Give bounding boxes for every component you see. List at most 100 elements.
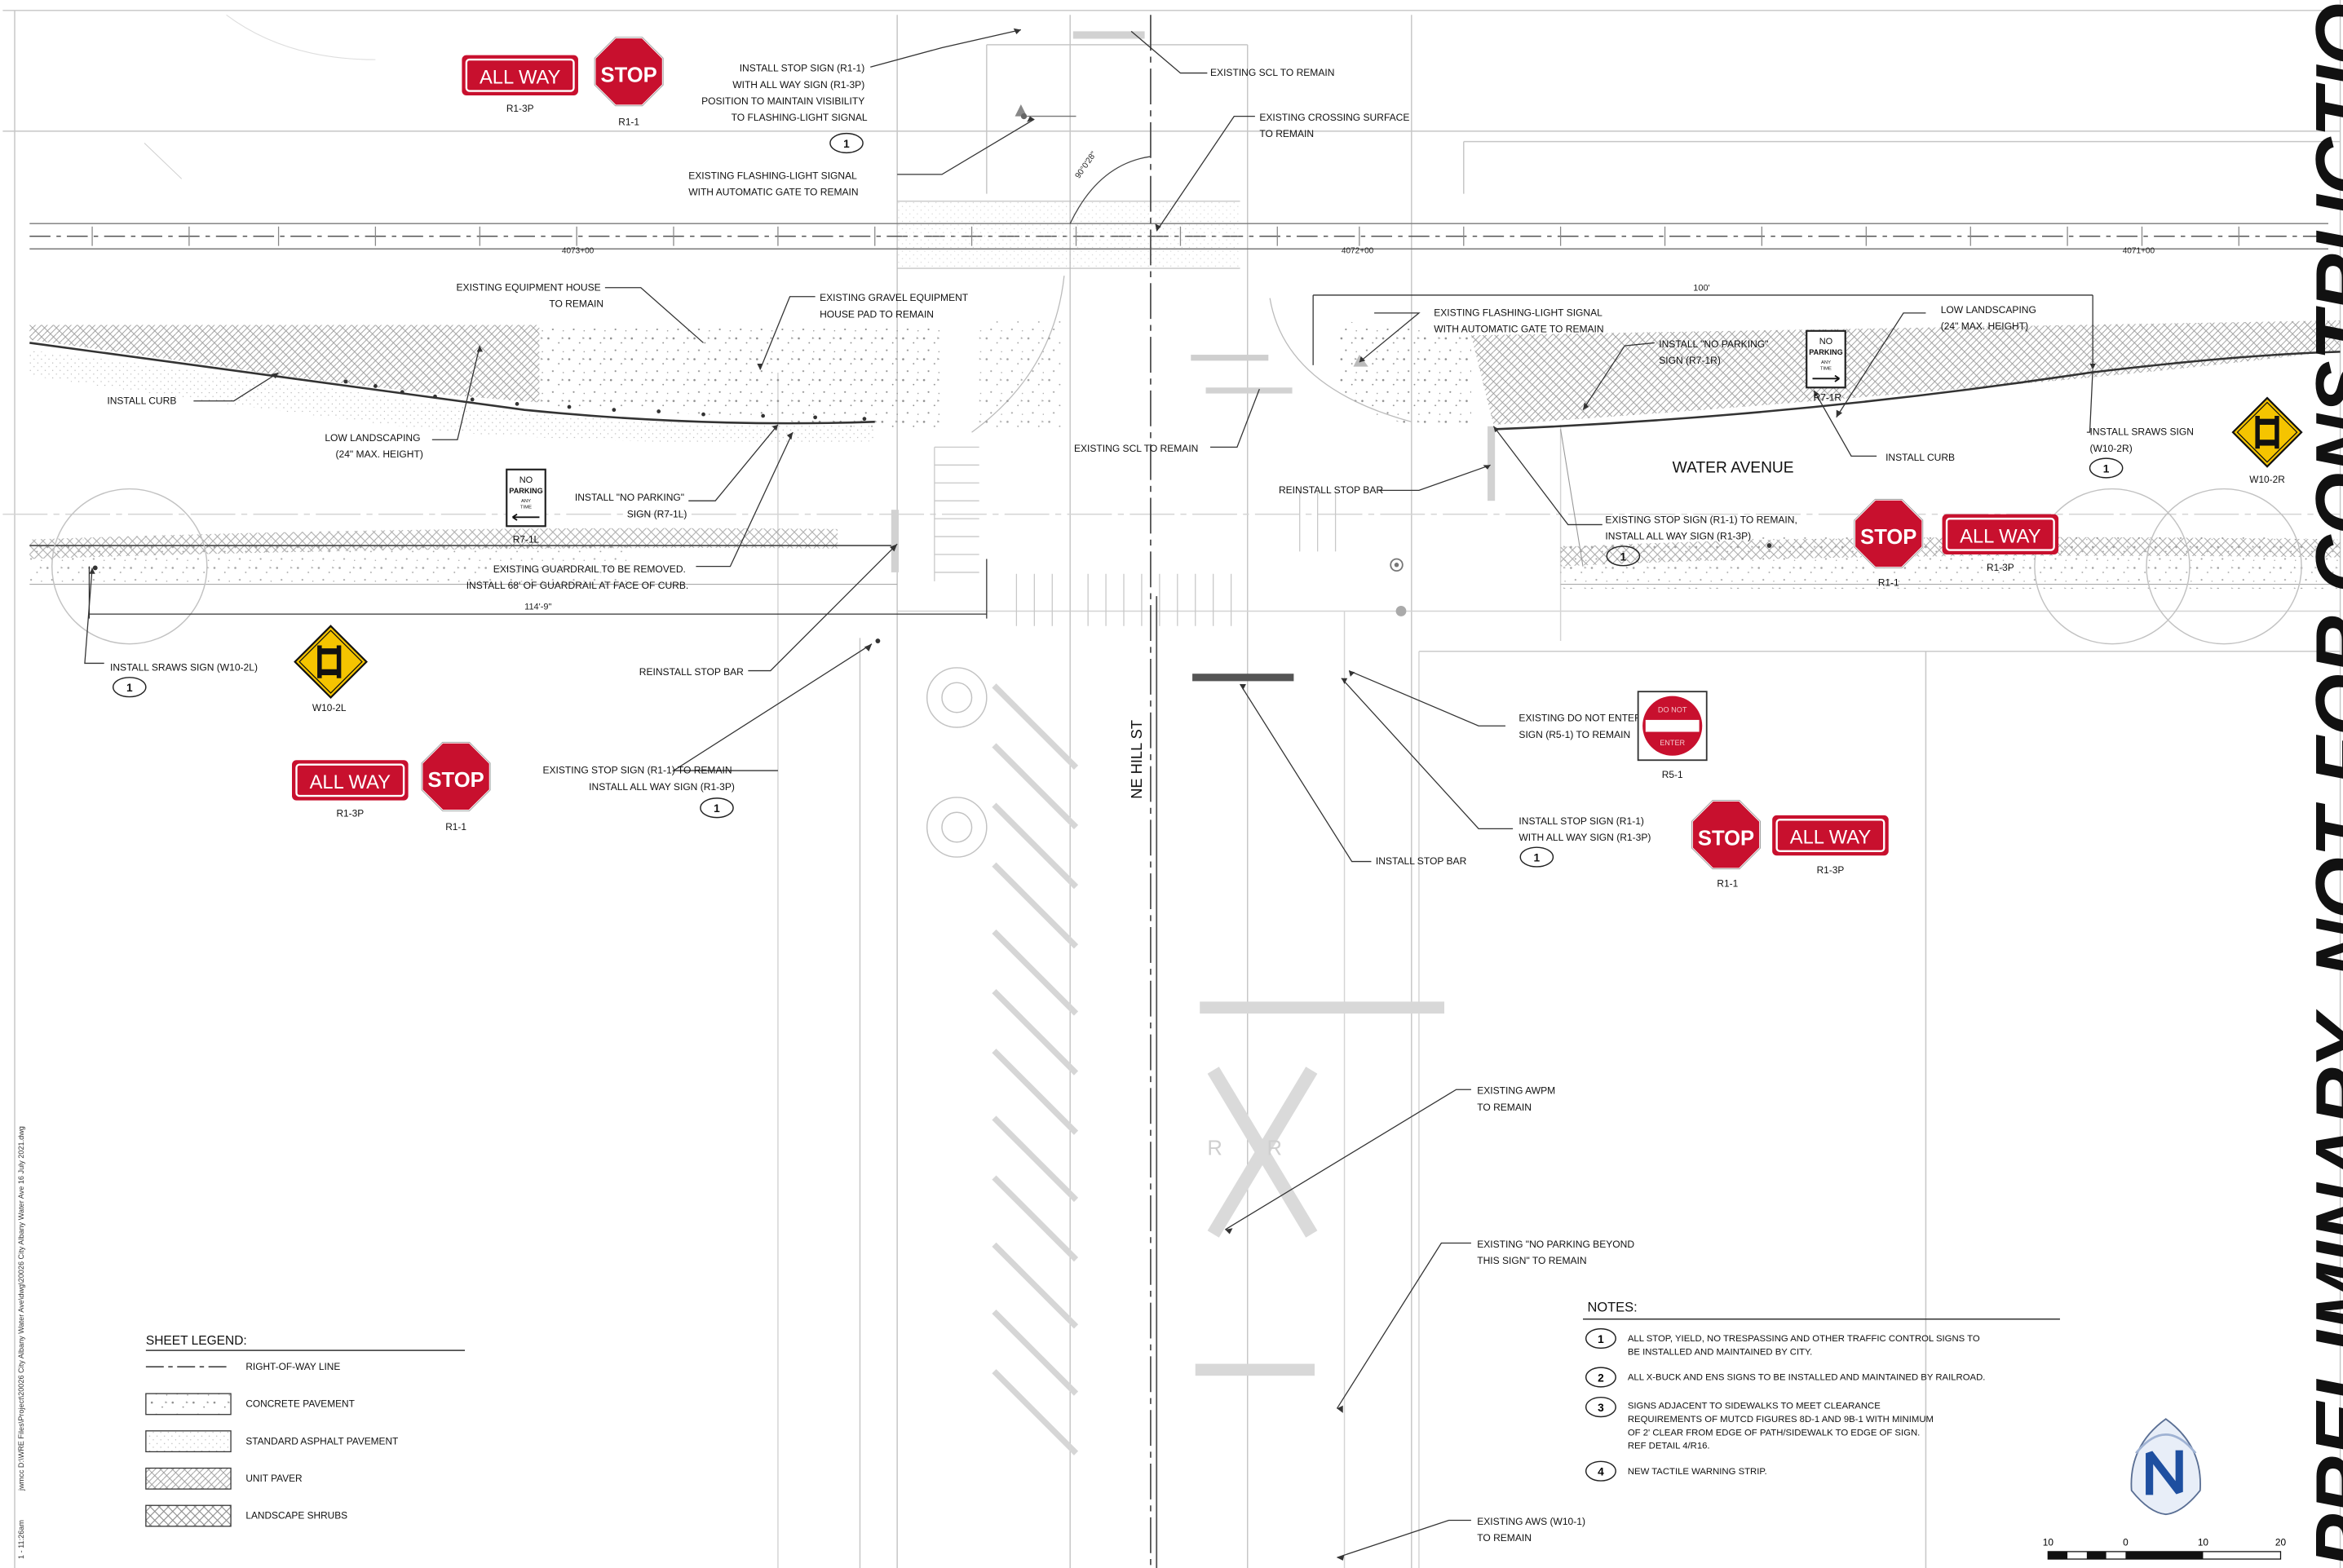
svg-text:PARKING: PARKING xyxy=(1809,348,1842,356)
legend-swatch-unit-paver xyxy=(145,1467,232,1490)
svg-text:R1-1: R1-1 xyxy=(445,821,466,833)
note-item-4: 4 NEW TACTILE WARNING STRIP. xyxy=(1585,1460,1767,1482)
note-marker-stop-right: 1 xyxy=(1606,545,1641,567)
sign-do-not-enter: DO NOT ENTER R5-1 xyxy=(1637,691,1708,780)
leader-arrowheads xyxy=(89,28,2096,1561)
svg-text:1: 1 xyxy=(126,682,133,694)
svg-text:DO NOT: DO NOT xyxy=(1658,706,1687,714)
svg-text:NO: NO xyxy=(1819,337,1832,347)
callout-existing-flashing-right: EXISTING FLASHING-LIGHT SIGNAL WITH AUTO… xyxy=(1434,307,1605,335)
svg-text:STOP: STOP xyxy=(1698,827,1754,850)
legend-item-landscape: LANDSCAPE SHRUBS xyxy=(245,1510,347,1522)
svg-text:STOP: STOP xyxy=(427,769,484,792)
plot-time-text: 1 - 11:26am xyxy=(17,1520,25,1559)
dimension-114-label: 114'-9" xyxy=(524,603,551,612)
legend-swatch-landscape xyxy=(145,1504,232,1527)
svg-text:10: 10 xyxy=(2043,1537,2054,1548)
callout-install-curb-left: INSTALL CURB xyxy=(107,395,176,406)
svg-text:1: 1 xyxy=(714,802,720,815)
svg-text:ANY: ANY xyxy=(521,499,531,504)
pavement-markings: R R xyxy=(891,31,1496,1376)
crosswalk xyxy=(934,446,1337,626)
station-label-4071: 4071+00 xyxy=(2123,247,2155,256)
legend-title: SHEET LEGEND: xyxy=(146,1334,247,1348)
svg-text:R1-1: R1-1 xyxy=(1717,878,1738,890)
callout-texts: INSTALL STOP SIGN (R1-1) WITH ALL WAY SI… xyxy=(107,63,2197,1544)
sign-sraws-left: W10-2L xyxy=(294,625,368,713)
north-arrow-icon xyxy=(2130,1418,2201,1516)
file-path-text: jwmcc D:\WRE Files\Project\20026 City Al… xyxy=(17,1126,25,1491)
callout-reinstall-stop-bar-left: REINSTALL STOP BAR xyxy=(639,666,744,678)
callout-existing-stop-left: EXISTING STOP SIGN (R1-1) TO REMAIN INST… xyxy=(542,765,734,793)
station-label-4072: 4072+00 xyxy=(1342,247,1374,256)
note-marker-sraws-right: 1 xyxy=(2089,457,2124,479)
svg-text:1: 1 xyxy=(1620,550,1627,563)
note-marker-top: 1 xyxy=(829,132,864,154)
svg-text:1: 1 xyxy=(2103,462,2110,475)
scale-bar: 10 0 10 20 xyxy=(2043,1537,2287,1560)
callout-existing-gravel-pad: EXISTING GRAVEL EQUIPMENT HOUSE PAD TO R… xyxy=(820,292,970,320)
svg-text:TIME: TIME xyxy=(1820,366,1832,371)
callout-install-no-parking-left: INSTALL "NO PARKING" SIGN (R7-1L) xyxy=(575,492,687,519)
rr-letter-left: R xyxy=(1207,1137,1222,1160)
svg-text:R7-1R: R7-1R xyxy=(1814,392,1842,404)
leader-lines xyxy=(84,29,2093,1558)
svg-text:0: 0 xyxy=(2123,1537,2129,1548)
svg-text:W10-2L: W10-2L xyxy=(312,702,347,713)
svg-text:R5-1: R5-1 xyxy=(1662,769,1683,780)
callout-existing-scl-top: EXISTING SCL TO REMAIN xyxy=(1210,67,1334,78)
sign-all-way-left: ALL WAY R1-3P xyxy=(292,760,409,819)
svg-text:R1-1: R1-1 xyxy=(1878,576,1899,588)
svg-text:PARKING: PARKING xyxy=(509,487,542,495)
legend-swatch-concrete xyxy=(145,1393,232,1416)
crossing-surface xyxy=(144,14,1412,433)
callout-low-landscaping-left: LOW LANDSCAPING (24" MAX. HEIGHT) xyxy=(325,432,423,460)
svg-text:ENTER: ENTER xyxy=(1660,739,1685,747)
legend-swatch-asphalt xyxy=(145,1430,232,1453)
callout-install-sraws-left: INSTALL SRAWS SIGN (W10-2L) xyxy=(110,662,258,674)
callout-install-stop-bar: INSTALL STOP BAR xyxy=(1376,855,1467,867)
callout-existing-dne: EXISTING DO NOT ENTER SIGN (R5-1) TO REM… xyxy=(1519,713,1644,740)
callout-existing-awpm: EXISTING AWPM TO REMAIN xyxy=(1477,1085,1558,1113)
callout-existing-flashing-left: EXISTING FLASHING-LIGHT SIGNAL WITH AUTO… xyxy=(688,170,860,197)
callout-reinstall-stop-bar-right: REINSTALL STOP BAR xyxy=(1279,484,1383,496)
svg-text:W10-2R: W10-2R xyxy=(2249,474,2285,485)
street-tree-circles xyxy=(51,488,2302,858)
svg-text:4: 4 xyxy=(1598,1466,1604,1478)
legend-item-right-of-way: RIGHT-OF-WAY LINE xyxy=(245,1361,340,1372)
svg-text:3: 3 xyxy=(1598,1402,1604,1414)
crossing-angle-label: 90°0'28" xyxy=(1074,150,1099,180)
svg-text:R7-1L: R7-1L xyxy=(513,533,540,545)
stop-bar-left xyxy=(891,510,899,572)
callout-install-sraws-right: INSTALL SRAWS SIGN (W10-2R) xyxy=(2090,426,2197,454)
street-label-water-avenue: WATER AVENUE xyxy=(1673,459,1794,476)
callout-existing-guardrail: EXISTING GUARDRAIL TO BE REMOVED. INSTAL… xyxy=(466,563,689,591)
svg-text:ANY: ANY xyxy=(1821,360,1831,365)
station-label-4073: 4073+00 xyxy=(562,247,595,256)
notes-block: NOTES: 1 ALL STOP, YIELD, NO TRESPASSING… xyxy=(1583,1301,2060,1482)
rr-letter-right: R xyxy=(1267,1137,1281,1160)
sign-sraws-right: W10-2R xyxy=(2231,396,2303,485)
svg-text:1: 1 xyxy=(843,138,850,150)
svg-text:R1-3P: R1-3P xyxy=(1987,562,2014,573)
note-item-1: 1 ALL STOP, YIELD, NO TRESPASSING AND OT… xyxy=(1585,1327,1980,1358)
note-marker-stop-left: 1 xyxy=(700,797,734,819)
svg-text:ALL WAY: ALL WAY xyxy=(1960,525,2041,547)
callout-install-stop-top: INSTALL STOP SIGN (R1-1) WITH ALL WAY SI… xyxy=(701,63,868,123)
callout-low-landscaping-right: LOW LANDSCAPING (24" MAX. HEIGHT) xyxy=(1941,304,2040,332)
dimension-100-label: 100' xyxy=(1693,283,1709,293)
svg-text:ALL WAY: ALL WAY xyxy=(310,771,391,793)
svg-text:ALL STOP, YIELD, NO TRESPASSIN: ALL STOP, YIELD, NO TRESPASSING AND OTHE… xyxy=(1628,1334,1980,1357)
svg-text:R1-1: R1-1 xyxy=(618,117,639,128)
callout-existing-scl-mid: EXISTING SCL TO REMAIN xyxy=(1074,443,1198,454)
callout-existing-crossing: EXISTING CROSSING SURFACE TO REMAIN xyxy=(1259,112,1412,139)
street-centerline xyxy=(1149,15,1158,1568)
sign-stop-top: STOP R1-1 xyxy=(593,36,665,128)
svg-text:ALL WAY: ALL WAY xyxy=(1790,827,1872,849)
sheet-legend: SHEET LEGEND: RIGHT-OF-WAY LINE CONCRETE… xyxy=(145,1334,466,1527)
svg-text:ALL WAY: ALL WAY xyxy=(480,66,561,88)
note-marker-stop-bottom: 1 xyxy=(1519,846,1554,868)
note-item-3: 3 SIGNS ADJACENT TO SIDEWALKS TO MEET CL… xyxy=(1585,1396,1934,1451)
svg-text:20: 20 xyxy=(2275,1537,2287,1548)
